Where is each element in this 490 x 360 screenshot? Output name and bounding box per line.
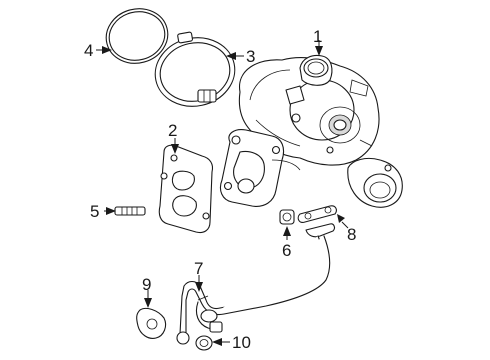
callout-10: 10 [232, 333, 251, 352]
leader-lines [96, 40, 349, 346]
seal [195, 335, 213, 351]
callout-3: 3 [246, 47, 255, 66]
turbocharger [219, 54, 403, 208]
nut [279, 209, 295, 225]
callout-1: 1 [313, 27, 322, 46]
v-band-clamp [154, 31, 236, 107]
stud [114, 206, 146, 216]
callout-7: 7 [194, 259, 203, 278]
small-gasket [136, 307, 167, 339]
callout-8: 8 [347, 225, 356, 244]
callout-2: 2 [168, 121, 177, 140]
callout-5: 5 [90, 202, 99, 221]
oil-gasket [297, 205, 337, 223]
callout-4: 4 [84, 41, 93, 60]
oil-line [176, 223, 335, 345]
callout-9: 9 [142, 275, 151, 294]
o-ring-gasket [105, 8, 169, 64]
callout-6: 6 [282, 241, 291, 260]
flange-gasket [158, 144, 214, 234]
